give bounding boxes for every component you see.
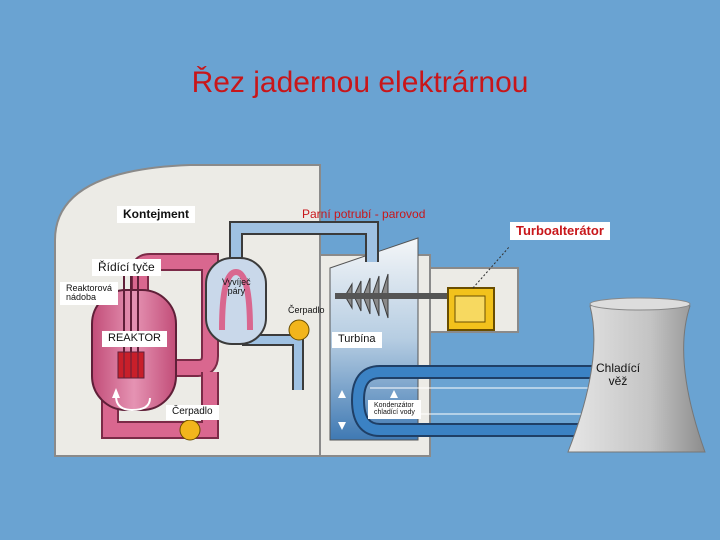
label-pump-top: Čerpadlo — [288, 305, 325, 315]
label-reactor-vessel: Reaktorová nádoba — [60, 282, 119, 305]
pump-bottom-icon — [179, 419, 201, 441]
label-containment: Kontejment — [117, 206, 195, 223]
label-condenser-line2: chladící vody — [374, 409, 415, 417]
label-cooling-tower-line1: Chladící — [596, 361, 641, 375]
label-cooling-tower-line2: věž — [608, 373, 628, 388]
turbine-shaft — [335, 293, 471, 299]
label-steam-generator-line1: Vyvíječ — [222, 277, 251, 287]
label-reactor-vessel-line1: Reaktorová — [66, 283, 113, 293]
label-reactor: REAKTOR — [102, 331, 167, 347]
label-turbo-generator: Turboalterátor — [510, 222, 610, 240]
pump-top-icon — [288, 319, 310, 341]
label-turbine: Turbína — [332, 332, 382, 348]
label-steam-generator: Vyvíječ páry — [222, 277, 251, 297]
page-title: Řez jadernou elektrárnou — [191, 66, 529, 99]
label-steam-pipe: Parní potrubí - parovod — [302, 207, 426, 221]
label-control-rods: Řídící tyče — [92, 259, 161, 276]
flow-arrows — [338, 390, 398, 430]
label-reactor-vessel-line2: nádoba — [66, 292, 97, 303]
reactor-vessel — [91, 289, 177, 411]
label-cooling-tower: Chladící věž — [596, 362, 640, 387]
label-condenser: Kondenzátor chladící vody — [368, 400, 421, 419]
label-steam-generator-line2: páry — [227, 286, 246, 297]
label-pump-bottom: Čerpadlo — [166, 405, 219, 420]
label-condenser-line1: Kondenzátor — [374, 402, 414, 409]
